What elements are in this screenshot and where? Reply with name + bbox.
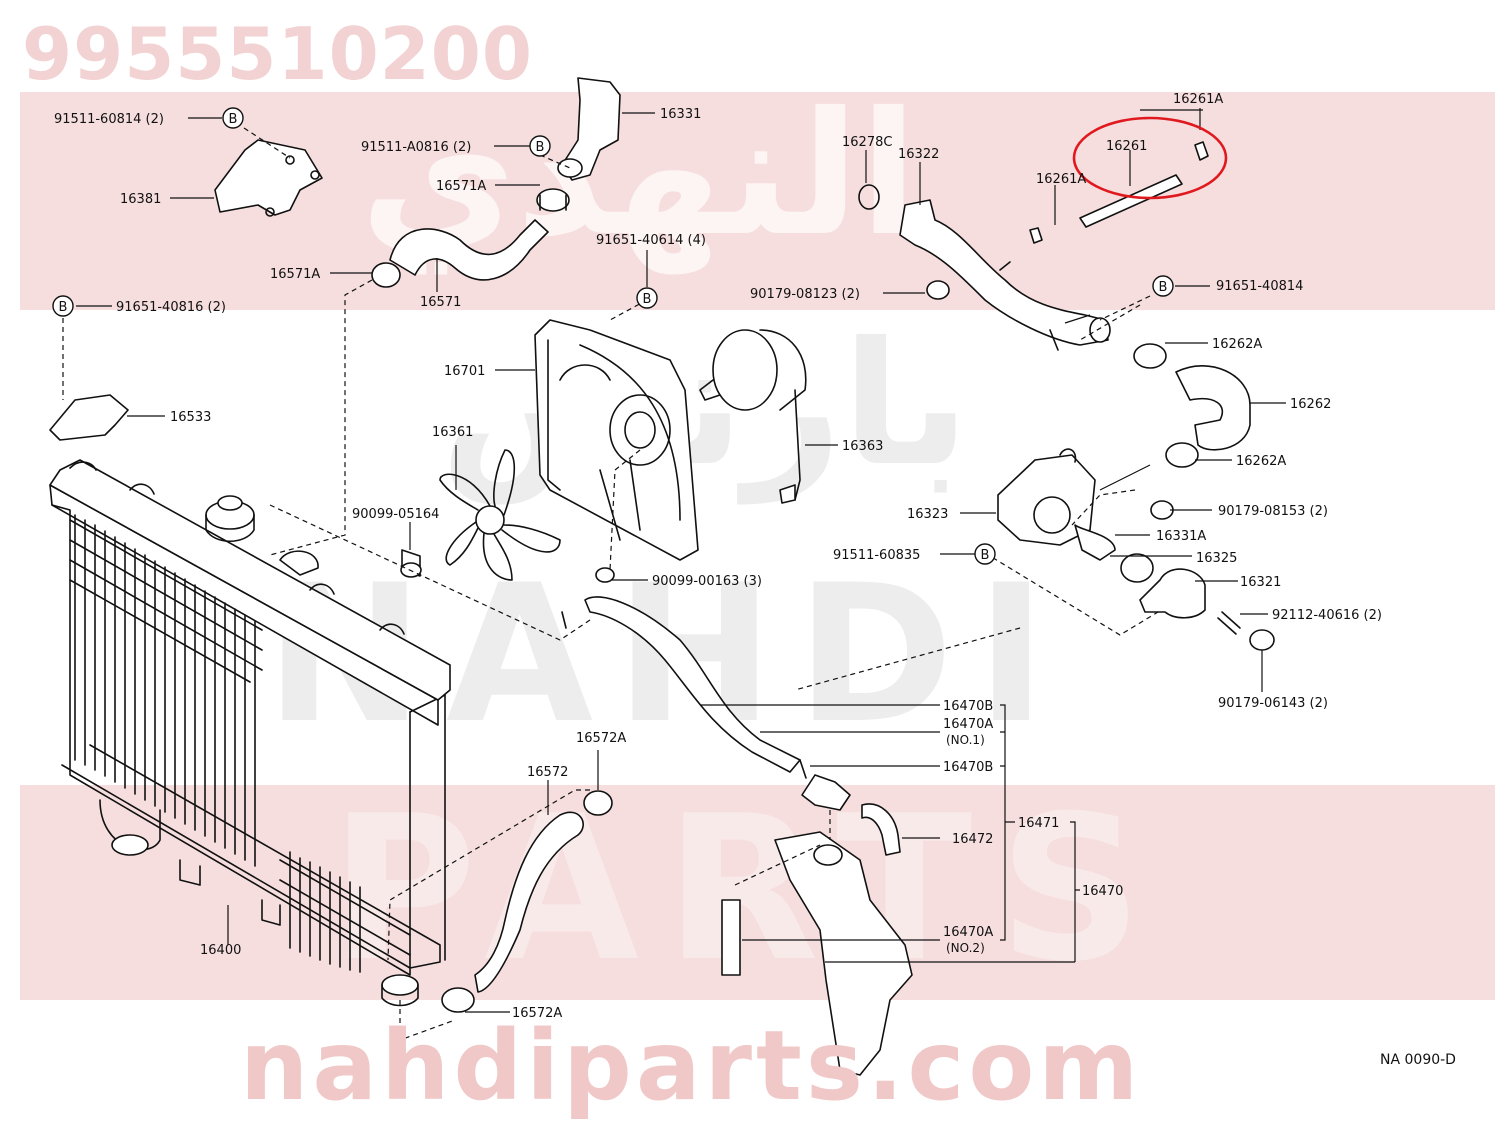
part-label[interactable]: 16262	[1290, 397, 1331, 412]
part-label[interactable]: 16470A	[943, 717, 993, 732]
part-label[interactable]: 16470	[1082, 884, 1123, 899]
b-markers: B B B B B B	[52, 107, 1174, 565]
part-label[interactable]: 16470B	[943, 699, 993, 714]
bracket-drawing	[214, 139, 323, 217]
b-marker: B	[1152, 275, 1174, 297]
water-pipe-drawing	[858, 184, 1111, 351]
part-label[interactable]: 16262A	[1212, 337, 1262, 352]
svg-text:B: B	[1159, 280, 1168, 295]
part-label[interactable]: 91511-A0816 (2)	[361, 140, 471, 155]
b-marker: B	[52, 295, 74, 317]
part-label[interactable]: 90179-06143 (2)	[1218, 696, 1328, 711]
site-watermark: nahdiparts.com	[240, 1010, 1143, 1122]
bolt-drawings	[400, 280, 1275, 651]
part-label[interactable]: 16572A	[512, 1006, 562, 1021]
part-label[interactable]: 16262A	[1236, 454, 1286, 469]
bypass-hose-drawing	[1029, 141, 1209, 244]
part-label[interactable]: 16381	[120, 192, 161, 207]
part-label[interactable]: 16470B	[943, 760, 993, 775]
part-label[interactable]: 91651-40814	[1216, 279, 1303, 294]
part-label[interactable]: 16331	[660, 107, 701, 122]
part-label[interactable]: 16278C	[842, 135, 892, 150]
diagram-code: NA 0090-D	[1380, 1052, 1456, 1068]
upper-hose-drawing	[371, 188, 570, 288]
part-label[interactable]: 16261A	[1036, 172, 1086, 187]
part-label[interactable]: 16363	[842, 439, 883, 454]
part-label[interactable]: 16322	[898, 147, 939, 162]
lower-hose-drawing	[441, 790, 613, 1013]
part-label[interactable]: 91511-60814 (2)	[54, 112, 164, 127]
part-label[interactable]: 16471	[1018, 816, 1059, 831]
part-label[interactable]: 16701	[444, 364, 485, 379]
part-label[interactable]: 92112-40616 (2)	[1272, 608, 1382, 623]
part-label[interactable]: (NO.1)	[946, 733, 985, 747]
part-label[interactable]: 91651-40816 (2)	[116, 300, 226, 315]
b-marker: B	[636, 287, 658, 309]
part-label[interactable]: 16533	[170, 410, 211, 425]
radiator-hose-right-drawing	[1133, 343, 1251, 468]
part-label[interactable]: 16472	[952, 832, 993, 847]
svg-text:B: B	[229, 112, 238, 127]
part-label[interactable]: 16261A	[1173, 92, 1223, 107]
part-label[interactable]: (NO.2)	[946, 941, 985, 955]
part-label[interactable]: 16261	[1106, 139, 1147, 154]
part-label[interactable]: 16572	[527, 765, 568, 780]
b-marker: B	[529, 135, 551, 157]
part-label[interactable]: 90179-08123 (2)	[750, 287, 860, 302]
part-labels: 91511-60814 (2) 16381 91511-A0816 (2) 16…	[54, 92, 1382, 1021]
clip-drawing	[49, 394, 129, 441]
dashed-guides	[62, 127, 1159, 1041]
part-label[interactable]: 16323	[907, 507, 948, 522]
watermark-arabic-middle: بارتس	[440, 306, 970, 504]
b-marker: B	[974, 543, 996, 565]
thermostat-housing-drawing	[997, 448, 1206, 619]
fan-shroud-drawing	[534, 319, 699, 561]
svg-text:B: B	[981, 548, 990, 563]
b-marker: B	[222, 107, 244, 129]
fan-blade-drawing	[439, 449, 561, 581]
part-label[interactable]: 16571A	[270, 267, 320, 282]
part-label[interactable]: 16331A	[1156, 529, 1206, 544]
part-label[interactable]: 90099-00163 (3)	[652, 574, 762, 589]
watermark-arabic-top: النهدي	[360, 76, 918, 274]
part-label[interactable]: 90099-05164	[352, 507, 439, 522]
part-label[interactable]: 16361	[432, 425, 473, 440]
leader-lines	[76, 108, 1286, 1013]
part-number-heading: 9955510200	[22, 12, 533, 96]
radiator-drawing	[49, 459, 451, 1007]
part-label[interactable]: 16571	[420, 295, 461, 310]
svg-text:B: B	[536, 140, 545, 155]
water-outlet-drawing	[557, 77, 621, 181]
part-label[interactable]: 90179-08153 (2)	[1218, 504, 1328, 519]
part-label[interactable]: 16400	[200, 943, 241, 958]
watermark-band-bottom	[20, 785, 1495, 1000]
part-label[interactable]: 16325	[1196, 551, 1237, 566]
svg-text:B: B	[643, 292, 652, 307]
svg-text:B: B	[59, 300, 68, 315]
part-label[interactable]: 16572A	[576, 731, 626, 746]
highlight-ring	[1072, 116, 1228, 200]
part-label[interactable]: 91651-40614 (4)	[596, 233, 706, 248]
overflow-tank-drawing	[561, 596, 913, 1076]
fan-motor-drawing	[699, 329, 807, 504]
part-label[interactable]: 16321	[1240, 575, 1281, 590]
part-label[interactable]: 16470A	[943, 925, 993, 940]
part-label[interactable]: 91511-60835	[833, 548, 920, 563]
part-label[interactable]: 16571A	[436, 179, 486, 194]
